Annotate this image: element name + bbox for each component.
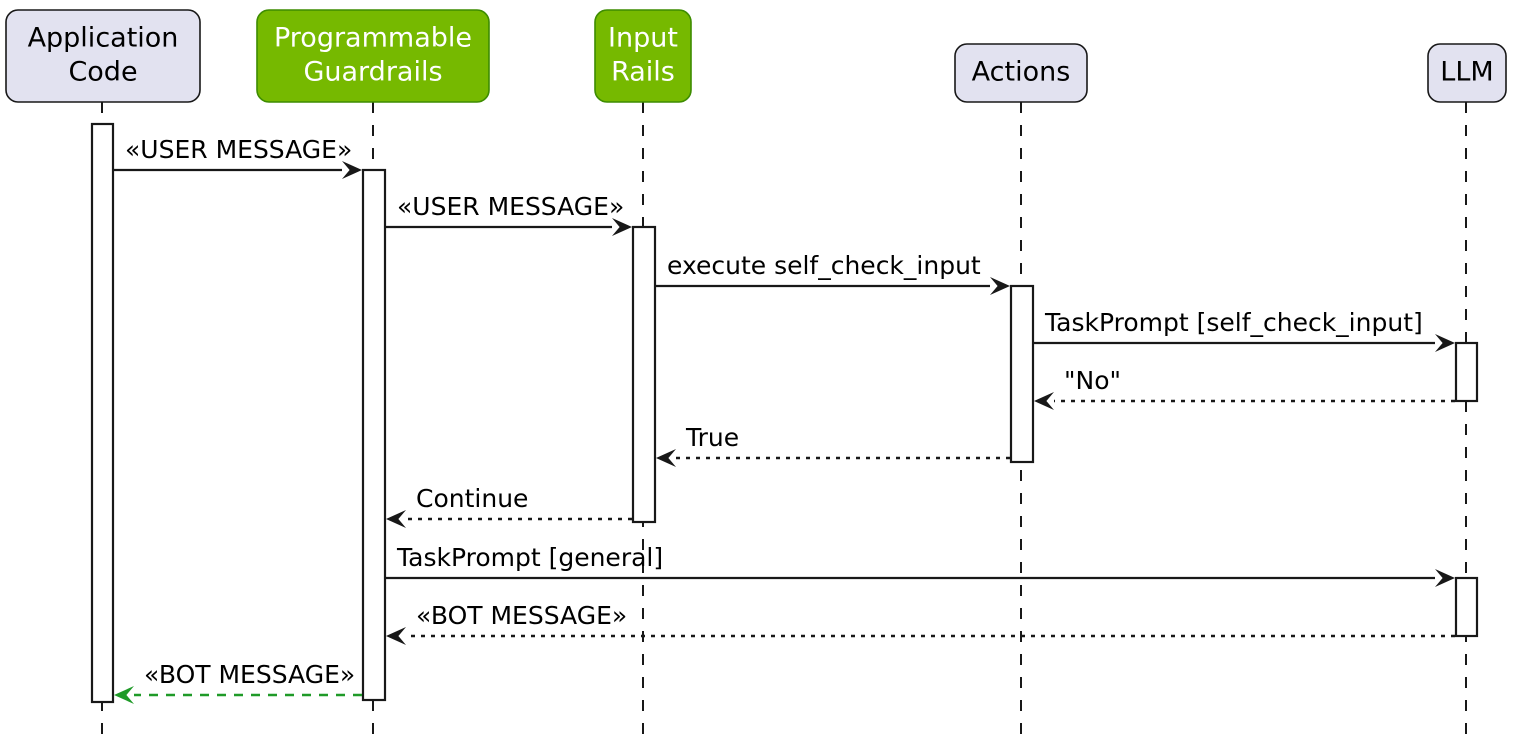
participant-label-input-rails: Input xyxy=(608,23,678,54)
message-7-input-rails-to-programmable-guardrails[interactable]: Continue xyxy=(386,484,632,528)
message-6-actions-to-input-rails[interactable]: True xyxy=(656,423,1010,467)
activation-bars-layer xyxy=(90,122,1479,704)
participant-box-input-rails xyxy=(594,9,692,103)
participant-llm[interactable]: LLM xyxy=(1427,43,1507,103)
activation-bar-input-rails xyxy=(631,225,657,524)
message-4-actions-to-llm[interactable]: TaskPrompt [self_check_input] xyxy=(1033,308,1455,352)
participant-label-input-rails: Rails xyxy=(611,57,675,88)
activation-bar-llm xyxy=(1454,576,1479,638)
message-10-programmable-guardrails-to-application-code[interactable]: «BOT MESSAGE» xyxy=(114,660,362,704)
message-3-input-rails-to-actions[interactable]: execute self_check_input xyxy=(655,251,1010,295)
message-label: execute self_check_input xyxy=(667,251,981,280)
participant-label-llm: LLM xyxy=(1440,57,1493,88)
participant-label-application-code: Application xyxy=(28,23,179,54)
participant-actions[interactable]: Actions xyxy=(954,43,1088,103)
message-label: TaskPrompt [general] xyxy=(396,543,663,572)
message-label: «USER MESSAGE» xyxy=(125,135,352,164)
activation-bar-llm xyxy=(1454,341,1479,403)
activation-bar-programmable-guardrails xyxy=(361,168,387,702)
message-1-application-code-to-programmable-guardrails[interactable]: «USER MESSAGE» xyxy=(113,135,362,179)
message-label: «USER MESSAGE» xyxy=(397,192,624,221)
message-arrowhead xyxy=(386,510,406,528)
message-label: TaskPrompt [self_check_input] xyxy=(1044,308,1423,337)
activation-bar-actions xyxy=(1009,284,1035,464)
message-arrowhead xyxy=(1435,334,1455,352)
participant-label-actions: Actions xyxy=(972,57,1071,88)
participant-label-application-code: Code xyxy=(68,57,137,88)
message-label: "No" xyxy=(1064,366,1121,395)
message-arrowhead xyxy=(342,161,362,179)
message-arrowhead xyxy=(1034,392,1054,410)
participant-box-actions xyxy=(954,43,1088,103)
message-arrowhead xyxy=(990,277,1010,295)
messages-layer: «USER MESSAGE» «USER MESSAGE» execute self… xyxy=(113,135,1455,704)
message-label: Continue xyxy=(416,484,528,513)
message-8-programmable-guardrails-to-llm[interactable]: TaskPrompt [general] xyxy=(385,543,1455,587)
participant-box-application-code xyxy=(5,9,201,103)
message-arrowhead xyxy=(114,686,134,704)
message-5-llm-to-actions[interactable]: "No" xyxy=(1034,366,1455,410)
message-arrowhead xyxy=(656,449,676,467)
message-label: True xyxy=(685,423,739,452)
message-arrowhead xyxy=(1435,569,1455,587)
participant-box-programmable-guardrails xyxy=(256,9,490,103)
message-label: «BOT MESSAGE» xyxy=(416,601,627,630)
activation-bar-application-code xyxy=(90,122,115,704)
message-arrowhead xyxy=(612,218,632,236)
participant-label-programmable-guardrails: Guardrails xyxy=(303,57,442,88)
message-9-llm-to-programmable-guardrails[interactable]: «BOT MESSAGE» xyxy=(386,601,1455,645)
message-2-programmable-guardrails-to-input-rails[interactable]: «USER MESSAGE» xyxy=(385,192,632,236)
lifelines-layer xyxy=(101,102,1467,744)
participant-label-programmable-guardrails: Programmable xyxy=(274,23,472,54)
participant-box-llm xyxy=(1427,43,1507,103)
message-label: «BOT MESSAGE» xyxy=(144,660,355,689)
message-arrowhead xyxy=(386,627,406,645)
